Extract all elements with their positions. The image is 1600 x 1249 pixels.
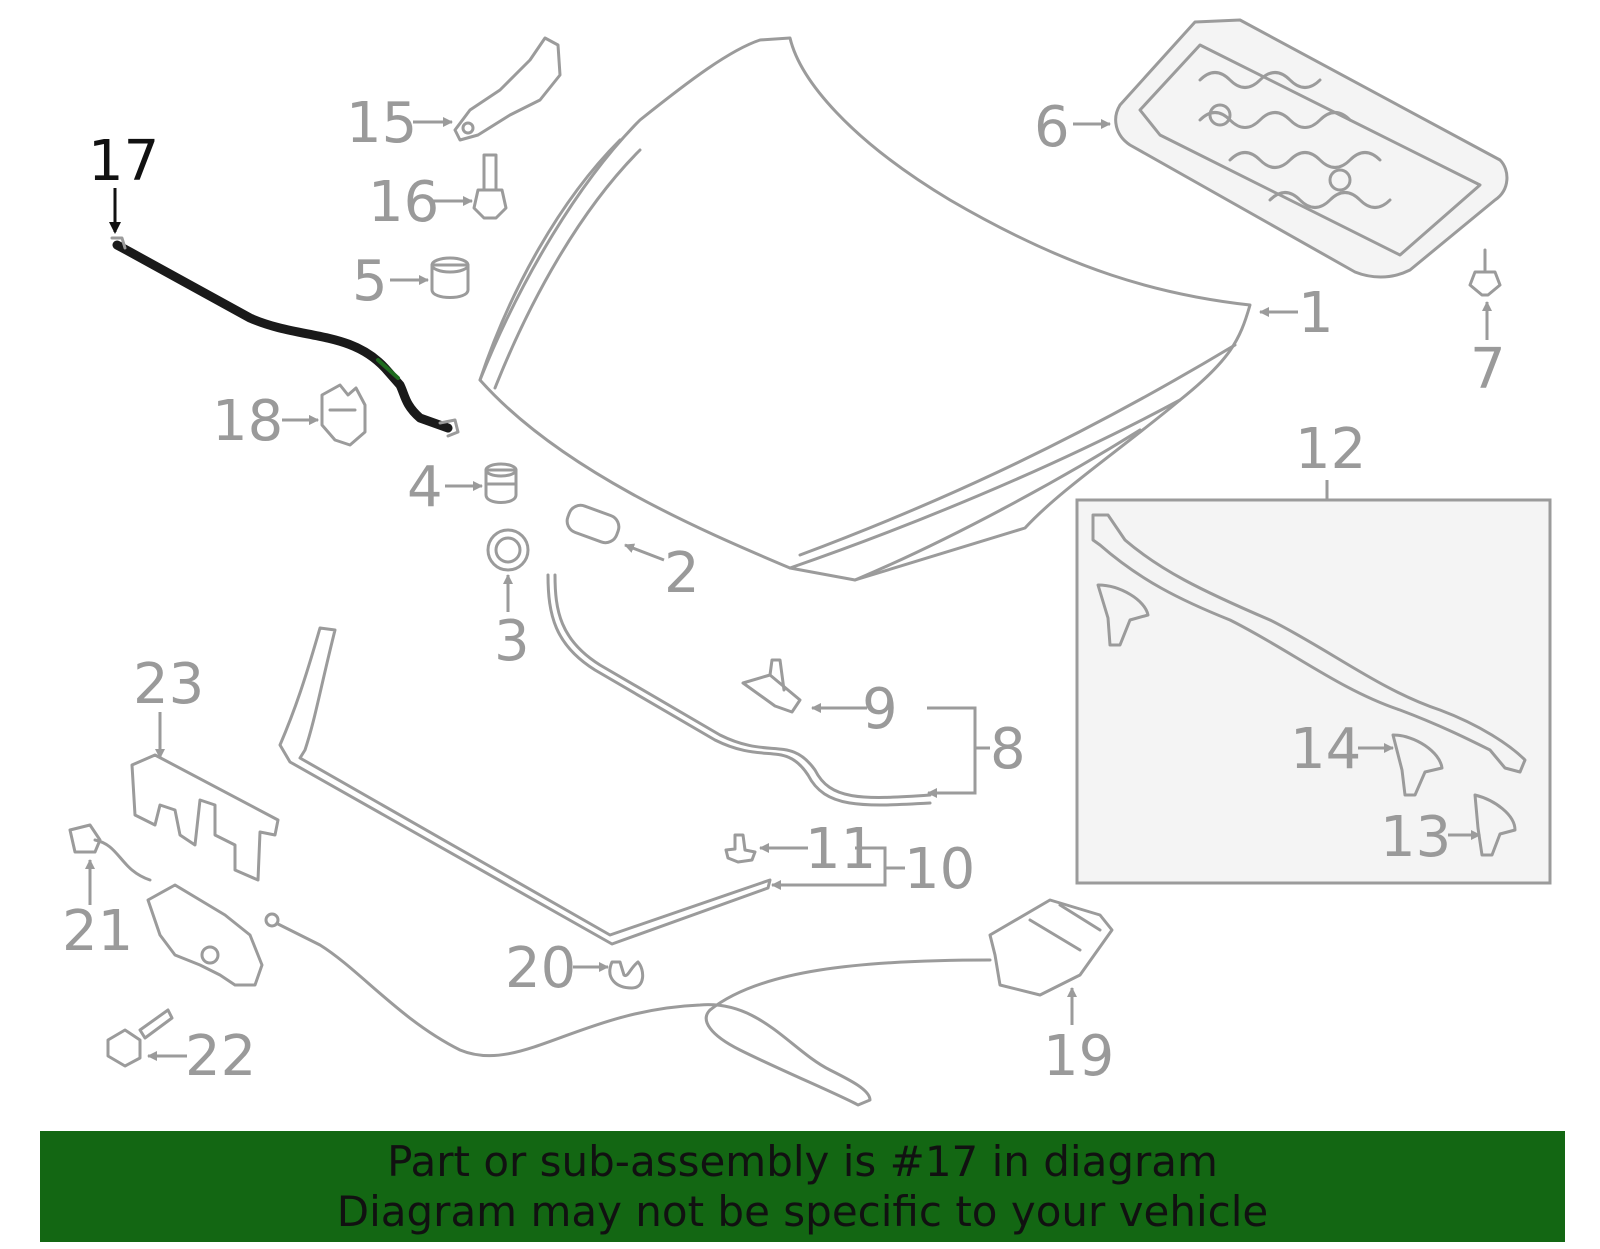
callout-labels: 15 16 5 18 4 3 2 1 6 7 12 9 8 11 10 14 1… [62,91,1506,1089]
callout-3[interactable]: 3 [494,609,530,674]
callout-1[interactable]: 1 [1298,281,1334,346]
latch-bracket-23[interactable] [130,753,280,882]
callout-8[interactable]: 8 [990,717,1026,782]
callout-7[interactable]: 7 [1470,337,1506,402]
callout-16[interactable]: 16 [368,170,439,235]
weatherstrip-8[interactable] [546,573,932,807]
callout-19[interactable]: 19 [1043,1024,1114,1089]
callout-17-highlighted[interactable]: 17 [88,129,159,194]
grommet-3[interactable] [486,528,530,572]
callout-9[interactable]: 9 [862,677,898,742]
clip-11[interactable] [724,833,757,864]
weatherstrip-clip-9[interactable] [741,658,802,714]
clip-14[interactable] [1391,733,1444,797]
hinge-bolt[interactable] [472,153,508,220]
hood-latch-21[interactable] [68,823,264,987]
hood-pad-2[interactable] [564,502,622,546]
callout-15[interactable]: 15 [346,91,417,156]
callout-4[interactable]: 4 [407,455,443,520]
latch-bolt-22[interactable] [106,1008,174,1068]
callout-21[interactable]: 21 [62,899,133,964]
banner-line-2: Diagram may not be specific to your vehi… [336,1186,1269,1236]
hood-bumper-5[interactable] [430,256,470,299]
info-banner: Part or sub-assembly is #17 in diagram D… [40,1131,1565,1242]
callout-12[interactable]: 12 [1295,417,1366,482]
hood-seal-10[interactable] [278,626,772,946]
callout-23[interactable]: 23 [133,652,204,717]
cable-clip-20[interactable] [608,960,645,990]
clip-13[interactable] [1473,793,1517,857]
callout-22[interactable]: 22 [185,1024,256,1089]
hood-support-rod[interactable] [110,236,460,438]
rod-holder-18[interactable] [320,383,367,447]
callout-2[interactable]: 2 [664,541,700,606]
hood-cushion-4[interactable] [484,462,518,504]
callout-5[interactable]: 5 [352,249,388,314]
clip-7[interactable] [1468,248,1502,297]
hood-hinge[interactable] [453,36,562,142]
hood-panel[interactable] [478,36,1252,582]
clip-14-top[interactable] [1096,583,1150,647]
callout-14[interactable]: 14 [1290,717,1361,782]
banner-line-1: Part or sub-assembly is #17 in diagram [387,1136,1218,1186]
hood-insulator[interactable] [1114,18,1509,279]
leader-lines [85,117,1492,1061]
callout-18[interactable]: 18 [212,389,283,454]
callout-11[interactable]: 11 [805,817,876,882]
callout-13[interactable]: 13 [1380,805,1451,870]
release-cable-19[interactable] [264,898,1114,1107]
molding-kit-box[interactable] [1075,498,1552,885]
callout-20[interactable]: 20 [505,936,576,1001]
callout-10[interactable]: 10 [904,837,975,902]
callout-6[interactable]: 6 [1034,95,1070,160]
